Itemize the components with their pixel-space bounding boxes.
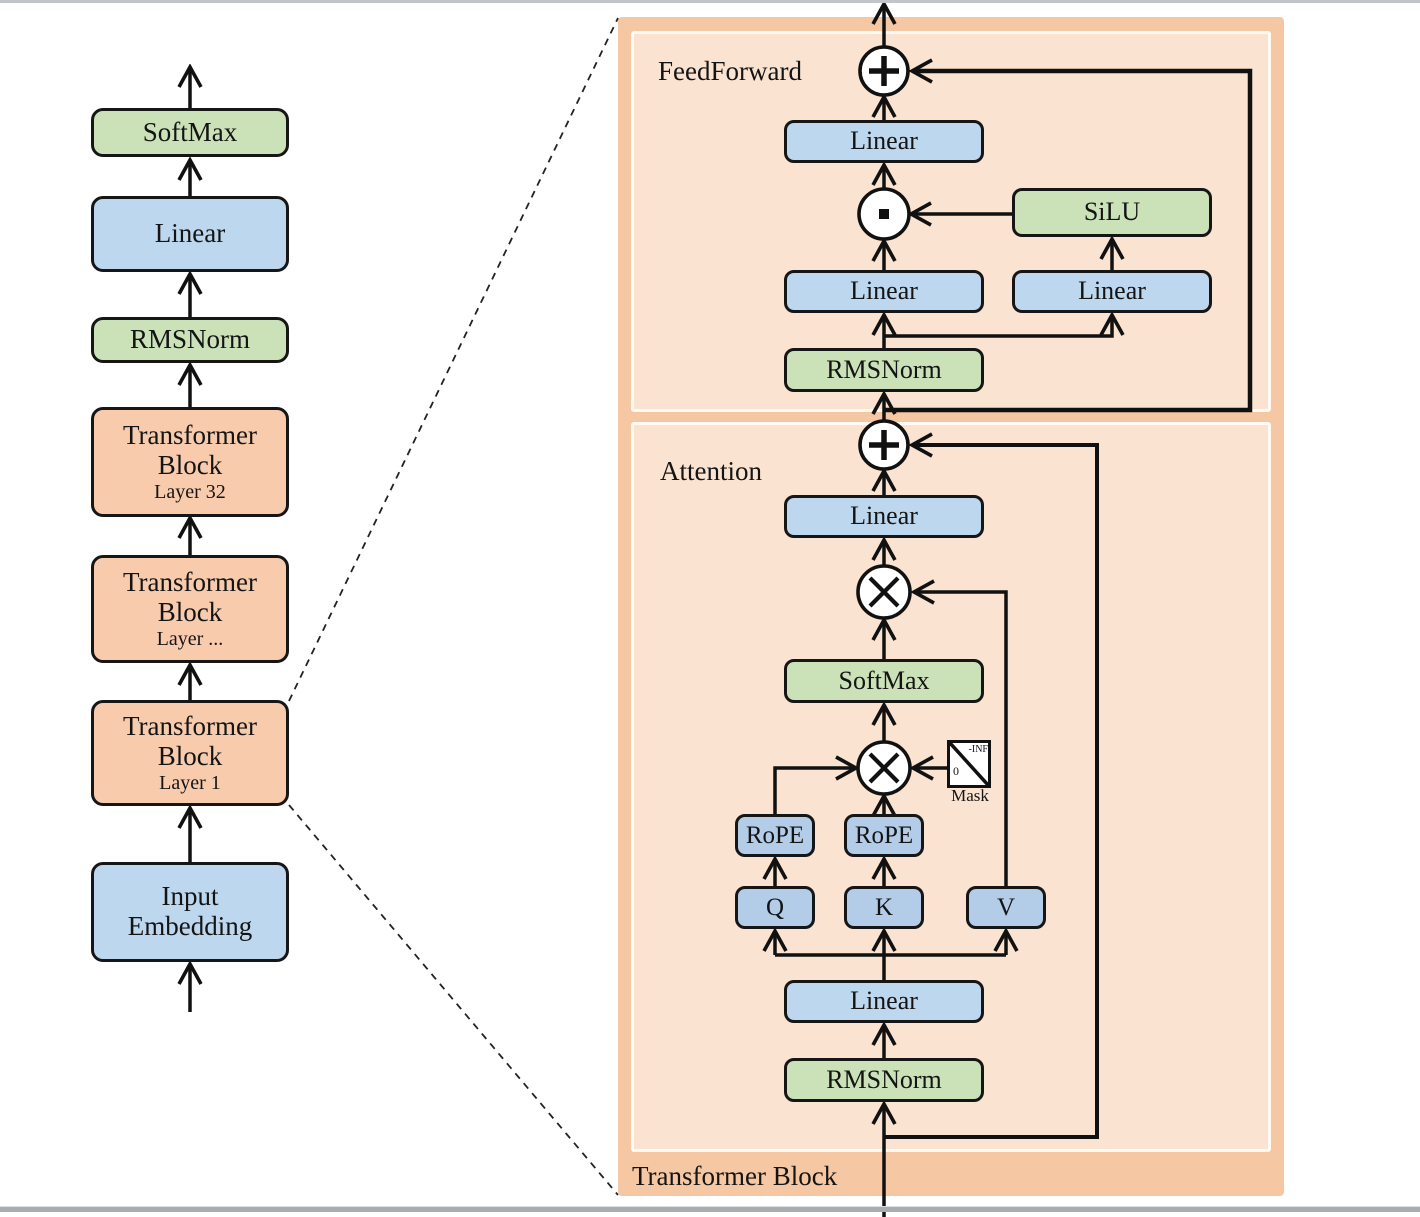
rope-q-block: RoPE xyxy=(735,814,815,857)
transformer-block-panel-label: Transformer Block xyxy=(632,1161,838,1191)
mask-zero-value: 0 xyxy=(953,764,959,778)
transformer-block-1-label: Transformer Block xyxy=(123,711,257,771)
causal-mask-icon: -INF 0 xyxy=(947,740,991,788)
left-softmax-block: SoftMax xyxy=(91,108,289,157)
attn-softmax-block: SoftMax xyxy=(784,659,984,703)
ff-linear-up-block: Linear xyxy=(1012,270,1212,313)
bottom-window-edge xyxy=(0,1207,1420,1212)
attn-rmsnorm-block: RMSNorm xyxy=(784,1058,984,1102)
zoom-guide-lines xyxy=(288,17,619,1196)
left-rmsnorm-block: RMSNorm xyxy=(91,317,289,363)
v-label: V xyxy=(996,893,1016,921)
feedforward-residual xyxy=(884,71,1253,413)
left-linear-label: Linear xyxy=(154,218,226,249)
attn-linear-out-block: Linear xyxy=(784,495,984,538)
k-label: K xyxy=(874,893,894,921)
v-to-matmul2 xyxy=(915,592,1008,886)
branch-to-up-linear xyxy=(884,316,1112,338)
zoom-guide-bottom xyxy=(288,804,619,1196)
top-window-edge xyxy=(0,0,1420,3)
input-embedding-block: Input Embedding xyxy=(91,862,289,962)
ff-linear-up-label: Linear xyxy=(1078,276,1146,306)
mask-diagonal xyxy=(950,743,988,785)
mask-label: Mask xyxy=(951,786,989,805)
ff-silu-block: SiLU xyxy=(1012,188,1212,237)
attention-residual xyxy=(884,445,1099,1139)
rope-k-block: RoPE xyxy=(844,814,924,857)
feedforward-section-label: FeedForward xyxy=(658,56,802,86)
matmul-icon-upper xyxy=(856,564,912,620)
transformer-block-dots: Transformer Block Layer ... xyxy=(91,555,289,663)
q-block: Q xyxy=(735,886,815,929)
zoom-guide-top xyxy=(288,17,619,702)
ff-rmsnorm-block: RMSNorm xyxy=(784,348,984,392)
transformer-block-1-layer: Layer 1 xyxy=(159,771,221,794)
matmul-icon-lower xyxy=(856,740,912,796)
attn-linear-out-label: Linear xyxy=(850,501,918,531)
transformer-block-dots-label: Transformer Block xyxy=(123,567,257,627)
ff-linear-out-block: Linear xyxy=(784,120,984,163)
k-block: K xyxy=(844,886,924,929)
attn-linear-in-label: Linear xyxy=(850,986,918,1016)
ff-rmsnorm-label: RMSNorm xyxy=(826,354,942,384)
attention-wires xyxy=(773,445,1099,1217)
rope-q-label: RoPE xyxy=(745,821,805,849)
feedforward-wires xyxy=(884,5,1253,421)
input-embedding-label: Input Embedding xyxy=(127,881,253,941)
elementwise-multiply-icon xyxy=(857,187,911,241)
transformer-block-1: Transformer Block Layer 1 xyxy=(91,700,289,806)
attn-linear-in-block: Linear xyxy=(784,980,984,1023)
ff-linear-gate-label: Linear xyxy=(850,276,918,306)
add-icon-attention xyxy=(858,419,910,471)
transformer-block-32: Transformer Block Layer 32 xyxy=(91,407,289,517)
bottom-window-edge-light xyxy=(0,1206,1420,1207)
operator-icons xyxy=(856,45,912,796)
ff-linear-gate-block: Linear xyxy=(784,270,984,313)
ff-silu-label: SiLU xyxy=(1083,197,1141,227)
transformer-block-32-label: Transformer Block xyxy=(123,420,257,480)
left-rmsnorm-label: RMSNorm xyxy=(129,324,251,355)
transformer-block-dots-layer: Layer ... xyxy=(156,627,224,650)
q-label: Q xyxy=(765,893,785,921)
attention-section-label: Attention xyxy=(660,456,762,486)
ff-linear-out-label: Linear xyxy=(850,126,918,156)
mask-neg-inf-value: -INF xyxy=(968,744,988,755)
left-softmax-label: SoftMax xyxy=(142,116,238,147)
left-linear-block: Linear xyxy=(91,196,289,272)
attn-rmsnorm-label: RMSNorm xyxy=(826,1064,942,1094)
v-block: V xyxy=(966,886,1046,929)
attn-softmax-label: SoftMax xyxy=(838,665,930,695)
transformer-block-32-layer: Layer 32 xyxy=(154,480,226,503)
rope-k-label: RoPE xyxy=(854,821,914,849)
ropeq-to-matmul1 xyxy=(773,768,855,814)
add-icon xyxy=(858,45,910,97)
